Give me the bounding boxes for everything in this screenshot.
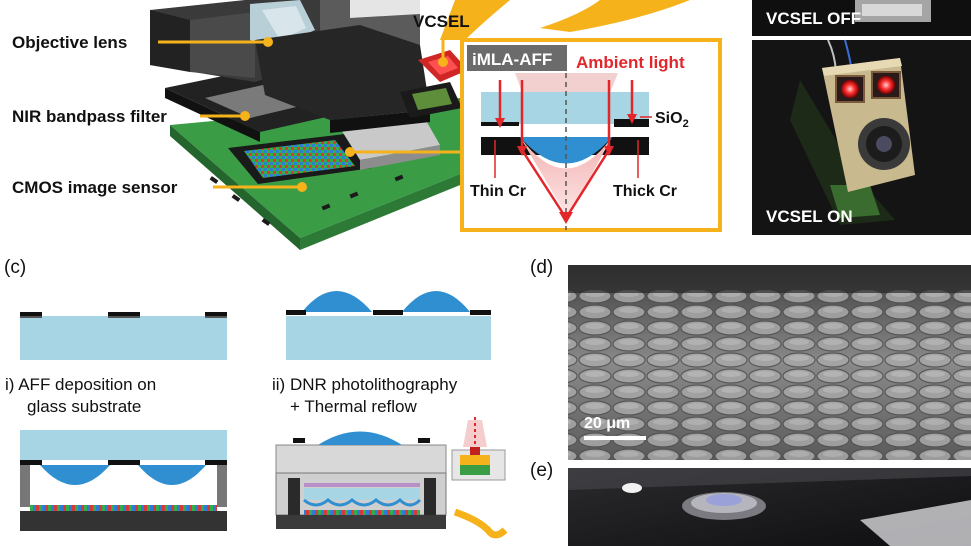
panel-e: (e) xyxy=(530,460,971,546)
panel-e-label: (e) xyxy=(530,460,553,481)
inset-ambient-light: Ambient light xyxy=(576,53,685,72)
inset-microlens xyxy=(520,137,612,164)
step-iii-diagram xyxy=(20,430,227,531)
sem-scale-bar: 20 μm xyxy=(584,415,630,432)
inset-aff: iMLA-AFF Ambient light xyxy=(460,38,722,232)
label-objective-lens: Objective lens xyxy=(12,33,127,52)
step-iv-diagram xyxy=(275,417,508,539)
label-vcsel-on: VCSEL ON xyxy=(766,207,853,226)
step-ii-diagram xyxy=(286,291,491,360)
inset-title: iMLA-AFF xyxy=(472,50,552,69)
step-i-line1: i) AFF deposition on xyxy=(5,375,156,394)
panel-b: VCSEL OFF VCSEL ON xyxy=(752,0,971,235)
step-i-line2: glass substrate xyxy=(27,397,141,416)
step-i-diagram xyxy=(20,312,227,360)
inset-glass xyxy=(481,92,649,124)
label-nir-filter: NIR bandpass filter xyxy=(12,107,167,126)
panel-c-label: (c) xyxy=(4,257,26,278)
panel-d-label: (d) xyxy=(530,257,553,278)
flex-cable-upper xyxy=(540,0,690,32)
label-vcsel: VCSEL xyxy=(413,12,470,31)
step-ii-line2: + Thermal reflow xyxy=(290,397,417,416)
label-cmos-sensor: CMOS image sensor xyxy=(12,178,178,197)
inset-thin-cr-label: Thin Cr xyxy=(470,183,526,200)
inset-thick-cr-label: Thick Cr xyxy=(613,183,677,200)
flex-cable xyxy=(440,0,510,40)
panel-a: Objective lens NIR bandpass filter CMOS … xyxy=(12,0,722,250)
panel-c: (c) i) AFF deposition on glass substrate… xyxy=(4,257,508,539)
label-vcsel-off: VCSEL OFF xyxy=(766,9,861,28)
cmos-pixel-array xyxy=(244,140,355,178)
step-ii-line1: ii) DNR photolithography xyxy=(272,375,458,394)
panel-d: (d) 20 μm xyxy=(530,257,971,460)
inset-sio2: SiO2 xyxy=(655,110,689,130)
